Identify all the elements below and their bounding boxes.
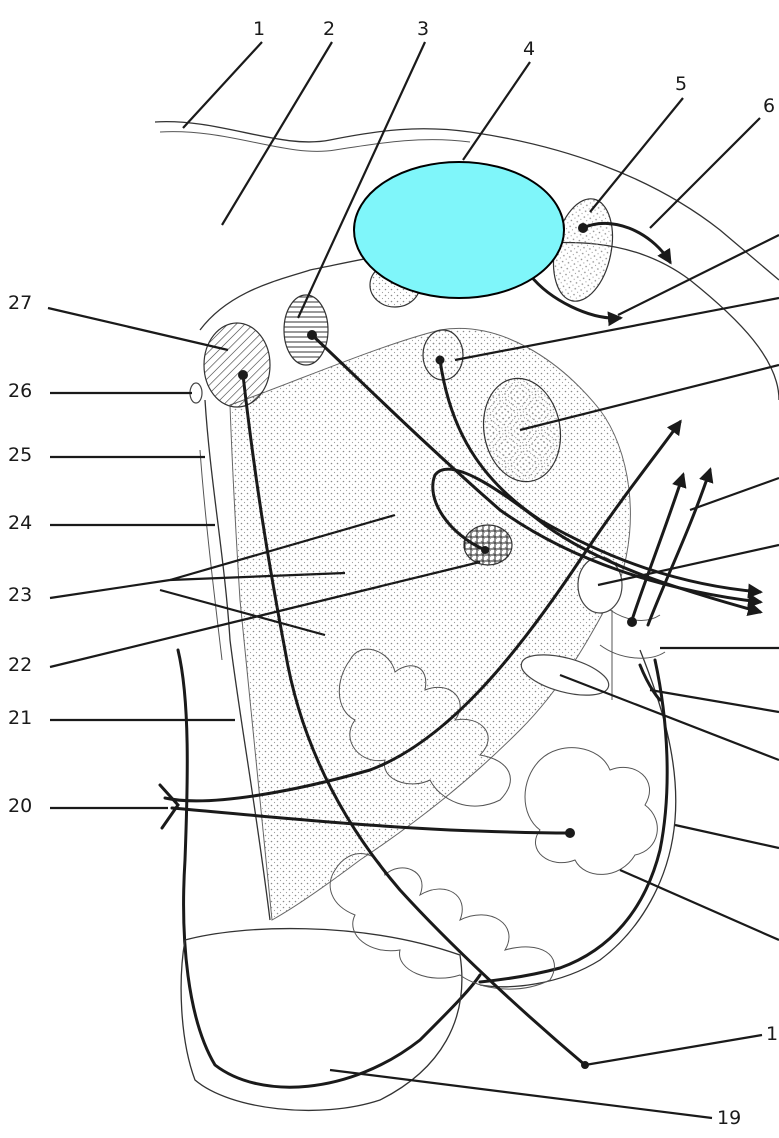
label-25: 25 [8, 444, 32, 466]
leader-4 [463, 62, 530, 160]
leader-5 [590, 98, 683, 212]
nucleus-22-crosshatched [464, 525, 512, 565]
leader-1 [183, 42, 262, 128]
label-right-partial-1: 1 [766, 1023, 778, 1045]
fiber-20-fork [160, 785, 178, 828]
leader-6 [650, 118, 760, 228]
leader-r9 [675, 825, 779, 848]
fiber-upper-nucleus-origin [436, 356, 445, 365]
label-4: 4 [523, 38, 535, 60]
label-20: 20 [8, 795, 32, 817]
label-5: 5 [675, 73, 687, 95]
leader-r8 [560, 675, 779, 760]
label-24: 24 [8, 512, 32, 534]
label-19: 19 [717, 1107, 741, 1129]
label-26: 26 [8, 380, 32, 402]
label-21: 21 [8, 707, 32, 729]
label-1: 1 [253, 18, 265, 40]
fiber-27-origin [238, 370, 248, 380]
tract-27-diagonal-hatched [204, 323, 270, 407]
convoluted-nucleus-right [525, 748, 657, 875]
label-23: 23 [8, 584, 32, 606]
leader-r10 [620, 870, 779, 940]
leader-r11 [585, 1035, 762, 1065]
leader-r7 [650, 690, 779, 712]
convoluted-nucleus-lower [330, 854, 554, 989]
fiber-20-terminal [565, 828, 575, 838]
fiber-ascending-origin [627, 617, 637, 627]
label-2: 2 [323, 18, 335, 40]
fiber-loop-22-origin [481, 546, 489, 554]
leader-23a [50, 580, 170, 598]
label-22: 22 [8, 654, 32, 676]
leader-r4 [690, 478, 779, 510]
label-3: 3 [417, 18, 429, 40]
tract-3-horizontal-hatched [284, 295, 328, 365]
leader-2 [222, 42, 332, 225]
leader-19 [330, 1070, 712, 1118]
fiber-5-origin [578, 223, 588, 233]
label-6: 6 [763, 95, 775, 117]
label-27: 27 [8, 292, 32, 314]
cyan-occluding-ellipse [354, 162, 564, 298]
leader-r2 [455, 298, 779, 360]
fiber-3-origin [307, 330, 317, 340]
